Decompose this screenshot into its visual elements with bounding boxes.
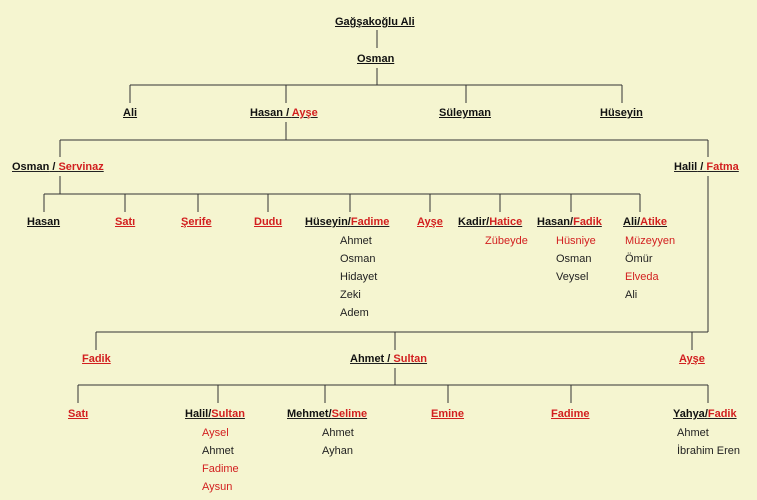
children-list-huseyin: Ahmet Osman Hidayet Zeki Adem xyxy=(340,232,377,322)
couple-separator: / xyxy=(283,107,292,119)
child-name: Ahmet xyxy=(677,427,709,439)
person-serife: Şerife xyxy=(181,216,212,228)
person-emine: Emine xyxy=(431,408,465,420)
couple-ahmet-sultan: Ahmet / Sultan xyxy=(350,353,427,365)
child-name: Ömür xyxy=(625,253,653,265)
spouse-name: Sultan xyxy=(393,353,428,365)
person-name: Halil xyxy=(185,408,209,420)
person-osman: Osman xyxy=(357,53,395,65)
couple-hasan-ayse: Hasan / Ayşe xyxy=(250,107,318,119)
person-sati: Satı xyxy=(115,216,136,228)
child-name: Fadime xyxy=(202,463,239,475)
child-name: Ayhan xyxy=(322,445,353,457)
child-name: Osman xyxy=(340,253,376,265)
child-name: Ahmet xyxy=(322,427,354,439)
person-fadik: Fadik xyxy=(82,353,111,365)
child-name: Ahmet xyxy=(202,445,234,457)
child-name: Adem xyxy=(340,307,369,319)
couple-separator: / xyxy=(637,216,641,228)
child-name: Aysun xyxy=(202,481,233,493)
child-name: Hidayet xyxy=(340,271,378,283)
spouse-name: Fadime xyxy=(350,216,390,228)
couple-halil-sultan: Halil/Sultan xyxy=(185,408,245,420)
person-fadime: Fadime xyxy=(551,408,590,420)
couple-osman-servinaz: Osman / Servinaz xyxy=(12,161,104,173)
children-list-hasan: Hüsniye Osman Veysel xyxy=(556,232,596,286)
children-list-halil: Aysel Ahmet Fadime Aysun xyxy=(202,424,239,496)
couple-separator: / xyxy=(208,408,212,420)
spouse-name: Fatma xyxy=(706,161,739,173)
person-name: Kadir xyxy=(458,216,487,228)
couple-separator: / xyxy=(704,408,708,420)
couple-yahya-fadik: Yahya/Fadik xyxy=(673,408,737,420)
couple-separator: / xyxy=(570,216,574,228)
couple-separator: / xyxy=(697,161,707,173)
couple-separator: / xyxy=(49,161,59,173)
spouse-name: Sultan xyxy=(211,408,245,420)
child-name: Aysel xyxy=(202,427,229,439)
couple-huseyin-fadime: Hüseyin/Fadime xyxy=(305,216,389,228)
person-suleyman: Süleyman xyxy=(439,107,491,119)
spouse-name: Ayşe xyxy=(291,107,318,119)
person-sati-2: Satı xyxy=(68,408,89,420)
couple-hasan-fadik: Hasan/Fadik xyxy=(537,216,602,228)
person-ayse: Ayşe xyxy=(417,216,443,228)
spouse-name: Fadik xyxy=(707,408,737,420)
person-huseyin: Hüseyin xyxy=(600,107,643,119)
couple-separator: / xyxy=(384,353,394,365)
children-list-yahya: Ahmet İbrahim Eren xyxy=(677,424,740,460)
couple-mehmet-selime: Mehmet/Selime xyxy=(287,408,367,420)
children-list-kadir: Zübeyde xyxy=(485,232,528,250)
person-gagsakoglu-ali: Gağşakoğlu Ali xyxy=(335,16,415,28)
couple-separator: / xyxy=(347,216,351,228)
couple-halil-fatma: Halil / Fatma xyxy=(674,161,739,173)
spouse-name: Hatice xyxy=(489,216,523,228)
child-name: Zübeyde xyxy=(485,235,528,247)
person-name: Ahmet xyxy=(350,353,385,365)
child-name: Zeki xyxy=(340,289,361,301)
child-name: İbrahim Eren xyxy=(677,445,740,457)
child-name: Hüsniye xyxy=(556,235,596,247)
couple-ali-atike: Ali/Atike xyxy=(623,216,667,228)
spouse-name: Servinaz xyxy=(58,161,104,173)
person-name: Yahya xyxy=(673,408,705,420)
child-name: Veysel xyxy=(556,271,589,283)
spouse-name: Fadik xyxy=(573,216,602,228)
child-name: Müzeyyen xyxy=(625,235,676,247)
person-ayse-2: Ayşe xyxy=(679,353,705,365)
spouse-name: Atike xyxy=(640,216,668,228)
child-name: Elveda xyxy=(625,271,659,283)
spouse-name: Selime xyxy=(331,408,368,420)
children-list-mehmet: Ahmet Ayhan xyxy=(322,424,354,460)
child-name: Ali xyxy=(625,289,638,301)
children-list-ali: Müzeyyen Ömür Elveda Ali xyxy=(625,232,675,304)
child-name: Osman xyxy=(556,253,592,265)
couple-separator: / xyxy=(486,216,490,228)
person-name: Mehmet xyxy=(287,408,329,420)
couple-separator: / xyxy=(328,408,332,420)
person-name: Hüseyin xyxy=(305,216,348,228)
person-name: Osman xyxy=(12,161,50,173)
couple-kadir-hatice: Kadir/Hatice xyxy=(458,216,522,228)
person-dudu: Dudu xyxy=(254,216,283,228)
person-ali: Ali xyxy=(123,107,138,119)
child-name: Ahmet xyxy=(340,235,372,247)
person-name: Ali xyxy=(623,216,638,228)
person-name: Hasan xyxy=(537,216,571,228)
person-name: Hasan xyxy=(250,107,284,119)
person-name: Halil xyxy=(674,161,698,173)
person-hasan: Hasan xyxy=(27,216,61,228)
